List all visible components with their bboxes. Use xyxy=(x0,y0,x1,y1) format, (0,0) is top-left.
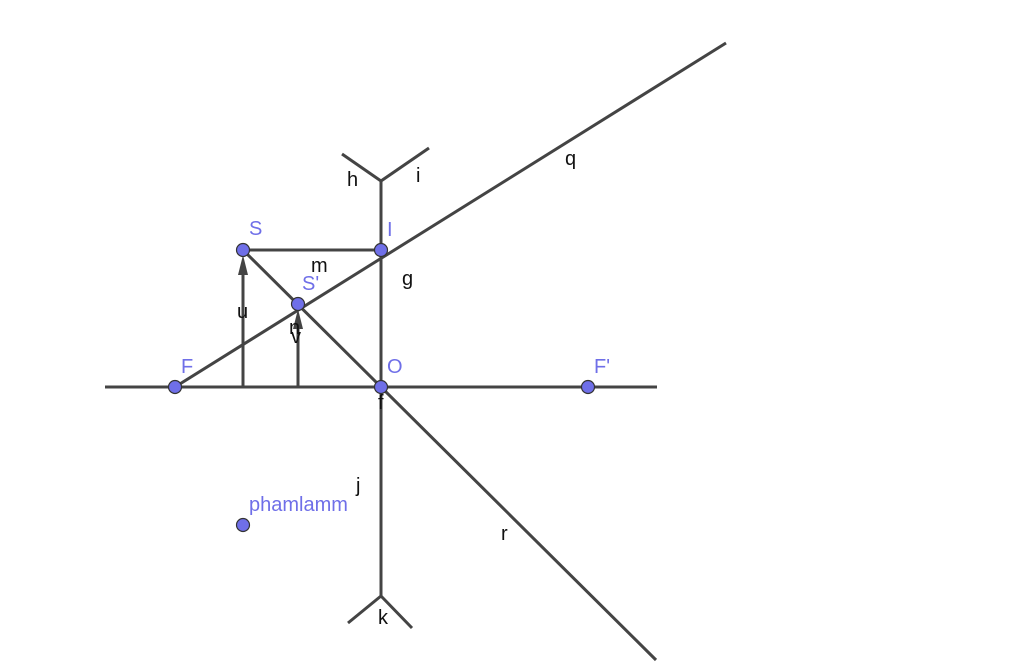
label-j: j xyxy=(355,475,360,497)
label-m: m xyxy=(311,255,328,277)
label-f-prime: F' xyxy=(594,356,610,378)
label-f-object: f xyxy=(378,392,384,414)
label-u: u xyxy=(237,301,248,323)
label-q: q xyxy=(565,148,576,170)
point-phamlamm[interactable] xyxy=(235,517,251,533)
ray-r[interactable] xyxy=(241,248,658,662)
lens-bottom-arrow-k-right[interactable] xyxy=(379,594,414,630)
label-r: r xyxy=(501,523,508,545)
label-h: h xyxy=(347,169,358,191)
point-s[interactable] xyxy=(235,242,251,258)
label-v: v xyxy=(291,326,301,348)
point-o[interactable] xyxy=(373,379,389,395)
label-i: I xyxy=(387,219,393,241)
label-f: F xyxy=(181,356,193,378)
point-f[interactable] xyxy=(167,379,183,395)
image-arrowhead xyxy=(293,309,303,329)
ray-q[interactable] xyxy=(174,41,727,389)
label-s: S xyxy=(249,218,262,240)
label-i-object: i xyxy=(416,165,420,187)
label-g: g xyxy=(402,268,413,290)
label-s-prime: S' xyxy=(302,273,319,295)
lens-bottom-arrow-k-left[interactable] xyxy=(347,594,382,625)
label-n: n xyxy=(289,317,300,339)
lens-top-arrow-i[interactable] xyxy=(380,146,430,183)
object-arrowhead xyxy=(238,255,248,275)
lens-top-arrow-h[interactable] xyxy=(341,152,382,183)
point-s-prime[interactable] xyxy=(290,296,306,312)
label-phamlamm: phamlamm xyxy=(249,494,348,516)
label-k: k xyxy=(378,607,389,629)
point-f-prime[interactable] xyxy=(580,379,596,395)
label-o: O xyxy=(387,356,403,378)
point-i[interactable] xyxy=(373,242,389,258)
